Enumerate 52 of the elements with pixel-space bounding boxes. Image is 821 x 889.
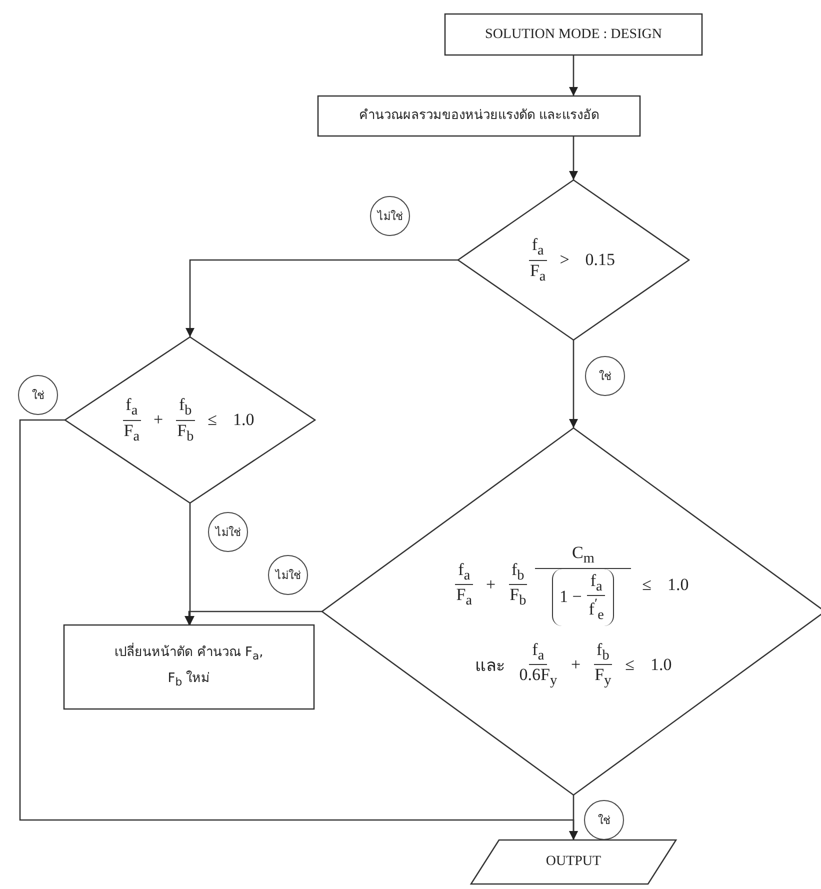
edge-label: ไม่ใช่	[268, 555, 308, 595]
formula-term: f$_{b}$	[176, 395, 195, 420]
arrow	[569, 136, 578, 180]
formula-term: +	[486, 574, 496, 595]
formula-term: +	[571, 654, 581, 675]
decision-diamond	[65, 337, 315, 503]
formula-term: F$_{b}$	[176, 420, 195, 445]
formula-term: f$_{a}$	[528, 235, 547, 260]
formula-term: f$_{a}$	[122, 395, 141, 420]
arrow	[186, 259, 458, 337]
node-text: คำนวณผลรวมของหน่วยแรงดัด และแรงอัด	[358, 108, 600, 124]
formula-term: 1.0	[668, 574, 689, 595]
formula-term: F$_{a}$	[455, 585, 474, 610]
edge-label: ใช่	[585, 356, 625, 396]
arrow	[569, 795, 578, 840]
formula-term: F$_{b}$	[508, 585, 528, 610]
formula-term: >	[560, 250, 570, 270]
formula-term: f$_{a}$	[529, 640, 548, 666]
arrow	[569, 55, 578, 96]
formula-term: F$_{y}$	[594, 665, 612, 690]
formula-term: 1.0	[650, 654, 672, 675]
formula-term: F$_{a}$	[528, 260, 547, 285]
edge-label: ไม่ใช่	[208, 512, 248, 552]
formula-term: และ	[475, 655, 506, 678]
formula-term: ≤	[642, 574, 652, 595]
formula-term: ≤	[208, 410, 217, 430]
formula-term: 1 −	[559, 587, 582, 608]
arrow	[569, 340, 578, 428]
decision-diamond	[458, 180, 689, 340]
formula-term: f$_{a}$	[455, 560, 474, 586]
node-text: SOLUTION MODE : DESIGN	[485, 26, 662, 44]
formula-term: f$_{b}$	[594, 640, 612, 666]
formula-term: C$_{m}$	[535, 543, 632, 569]
start-box	[445, 14, 702, 55]
process-box	[318, 96, 640, 136]
formula-term: 0.6F$_{y}$	[518, 665, 558, 690]
formula-term: f$_{a}$	[587, 570, 606, 596]
formula-term: 0.15	[585, 250, 616, 270]
formula-term: ≤	[625, 654, 635, 675]
decision-diamond	[322, 428, 821, 795]
formula-term: f$_{b}$	[508, 560, 528, 586]
process-box	[64, 625, 314, 709]
edge-label: ใช่	[18, 375, 58, 415]
edge-label: ใช่	[584, 800, 624, 840]
node-text: เปลี่ยนหน้าตัด คำนวณ F$_{a}$, F$_{b}$ ใหม่	[114, 642, 264, 691]
edge-label: ไม่ใช่	[370, 196, 410, 236]
formula-term: 1.0	[233, 410, 254, 430]
formula-term: F$_{a}$	[122, 420, 141, 445]
output-parallelogram	[471, 840, 676, 884]
formula-term: +	[154, 410, 164, 430]
node-text: OUTPUT	[546, 853, 602, 871]
arrow	[184, 610, 322, 625]
